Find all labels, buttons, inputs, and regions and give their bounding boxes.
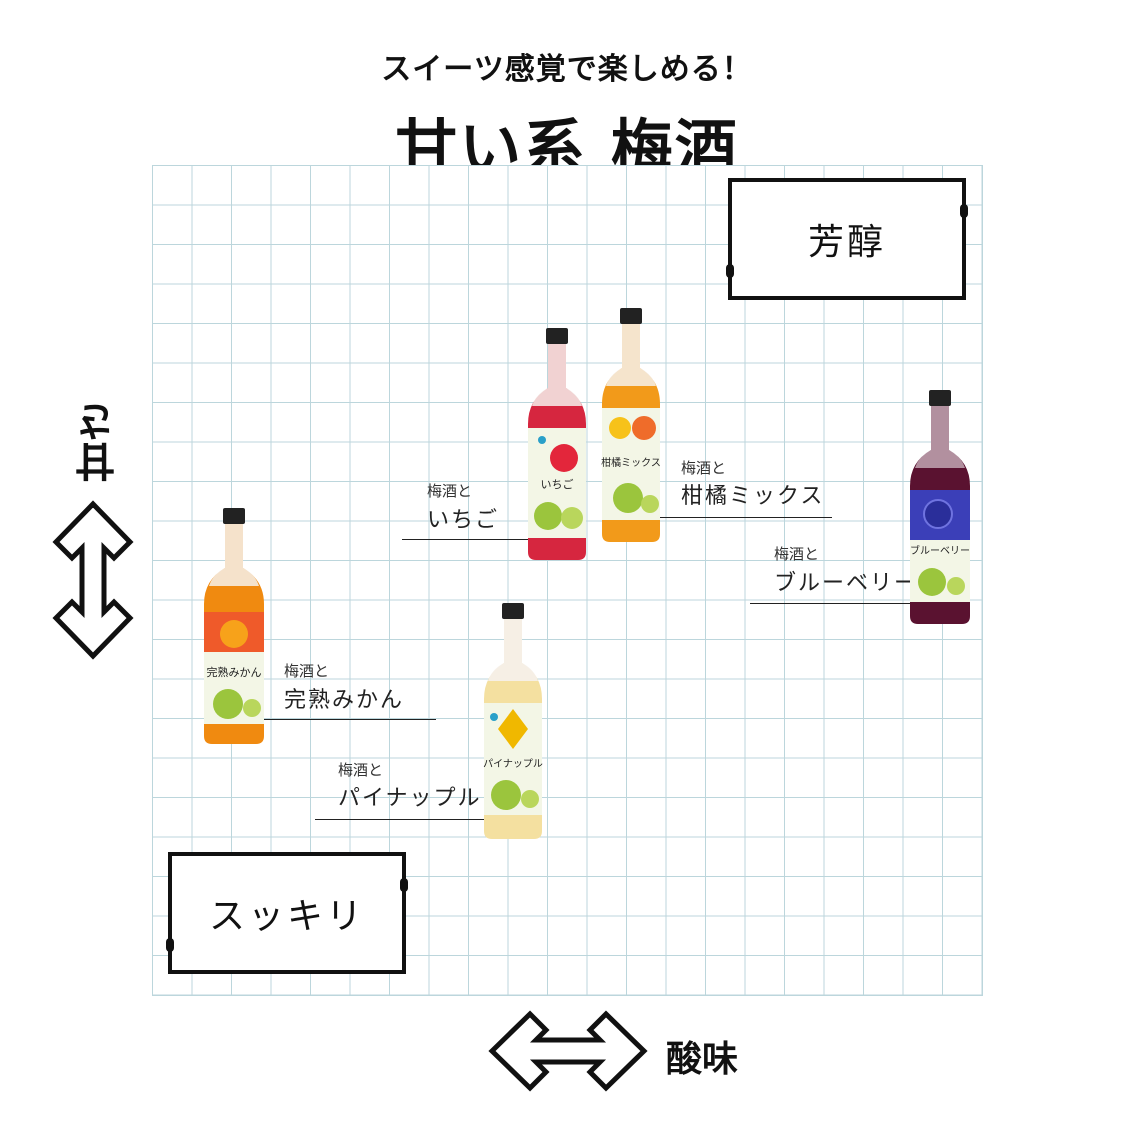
bottle-ripe-mandarin: 完熟みかん xyxy=(204,508,264,744)
bottle-label-text: いちご xyxy=(541,477,574,491)
bottle-label-text: ブルーベリー xyxy=(910,544,970,557)
product-prefix: 梅酒と xyxy=(427,482,473,500)
bottle-label-text: パイナップル xyxy=(483,758,543,770)
x-axis-label: 酸味 xyxy=(666,1039,739,1080)
y-axis-label: 甘さ xyxy=(76,402,122,482)
grid-background xyxy=(152,165,983,996)
product-name: 柑橘ミックス xyxy=(681,484,825,509)
vertical-double-arrow-icon xyxy=(52,500,134,660)
bottle-label-text: 柑橘ミックス xyxy=(601,456,661,469)
frame-notch xyxy=(166,938,174,952)
product-name: ブルーベリー xyxy=(774,571,919,596)
bottle-blueberry: ブルーベリー xyxy=(910,390,970,624)
quadrant-label-clean: スッキリ xyxy=(166,852,408,974)
bottle-pineapple: パイナップル xyxy=(483,603,543,839)
leader-line xyxy=(315,819,485,820)
product-name: 完熟みかん xyxy=(284,688,405,713)
quadrant-label-rich-text: 芳醇 xyxy=(807,222,886,263)
product-name: いちご xyxy=(427,508,500,533)
quadrant-label-clean-text: スッキリ xyxy=(208,896,365,937)
bottle-label-text: 完熟みかん xyxy=(207,665,262,679)
horizontal-double-arrow-icon xyxy=(488,1010,648,1092)
leader-line xyxy=(750,603,912,604)
product-prefix: 梅酒と xyxy=(338,761,384,779)
product-prefix: 梅酒と xyxy=(284,662,330,680)
product-name: パイナップル xyxy=(338,786,482,811)
frame-notch xyxy=(960,204,968,218)
leader-line xyxy=(402,539,530,540)
product-prefix: 梅酒と xyxy=(774,545,820,563)
leader-line xyxy=(262,719,436,720)
product-prefix: 梅酒と xyxy=(681,459,727,477)
quadrant-label-rich: 芳醇 xyxy=(726,178,968,300)
frame-notch xyxy=(726,264,734,278)
bottle-strawberry: いちご xyxy=(528,328,586,560)
leader-line xyxy=(660,517,832,518)
frame-notch xyxy=(400,878,408,892)
bottle-citrus-mix: 柑橘ミックス xyxy=(601,308,661,542)
subtitle: スイーツ感覚で楽しめる！ xyxy=(381,52,753,87)
